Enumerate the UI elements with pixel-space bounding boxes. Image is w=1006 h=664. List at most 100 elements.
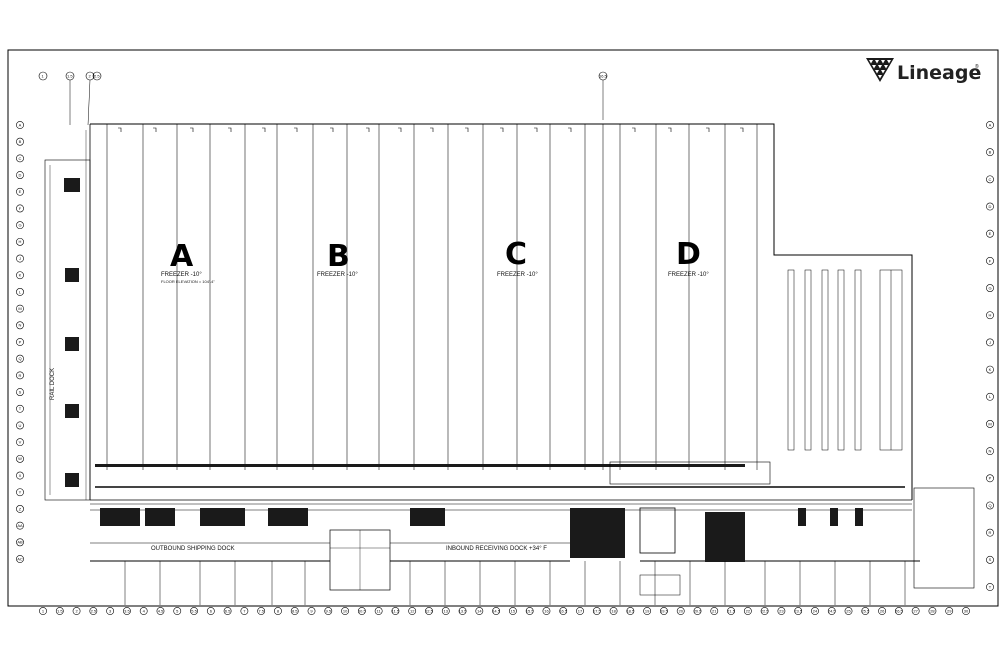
outbound-dock-label: OUTBOUND SHIPPING DOCK [151,546,235,552]
grid-right-13-bubble [986,474,994,483]
grid-left-4-bubble [16,187,24,196]
grid-left-15-label: R [19,373,22,378]
grid-bottom-45-bubble [794,607,803,615]
grid-left-20-bubble [16,454,24,463]
grid-bottom-30-label: 16 [544,608,549,613]
grid-left-23-label: Z [19,506,22,511]
grid-left-19-label: V [19,440,22,445]
grid-right-8-label: J [989,340,991,345]
grid-bottom-21-label: 11.5 [392,608,400,613]
zone-b-label: FREEZER -10° [317,272,358,278]
grid-right-15-bubble [986,528,994,537]
grid-left-1-bubble [16,137,24,146]
zone-b-letter: B [327,239,350,274]
grid-right-3-bubble [986,202,994,211]
grid-left-18-label: U [19,423,22,428]
grid-left-4-label: E [19,189,22,194]
grid-left-19-bubble [16,438,24,447]
grid-bottom-40-label: 21 [712,608,717,613]
grid-bottom-18-label: 10 [343,608,348,613]
racking-area [787,269,903,451]
grid-bottom-29-label: 15.5 [526,608,535,613]
grid-bottom-35-bubble [626,607,635,615]
zone-a-letter: A [170,239,194,274]
grid-left-12-label: N [19,323,22,328]
grid-bottom-45-label: 23.5 [794,608,803,613]
grid-right-7-bubble [986,311,994,320]
grid-bottom-24-label: 13 [444,608,449,613]
grid-bottom-13-bubble [257,607,266,615]
grid-bottom-54-label: 29 [947,608,952,613]
grid-right-0-label: A [989,122,992,127]
grid-bottom-39-label: 20.5 [694,608,703,613]
grid-bottom-5-label: 3.5 [124,608,130,613]
grid-left-16-bubble [16,388,24,396]
grid-bottom-22-bubble [408,607,417,615]
grid-left-7-label: H [19,239,22,244]
grid-right-5-label: F [989,258,992,263]
grid-left-16-label: S [19,389,22,394]
grid-bottom-10-bubble [206,607,215,615]
grid-bottom-52-label: 27 [913,608,918,613]
grid-left-13-label: P [19,339,22,344]
logo-trademark: ® [975,63,979,70]
grid-bottom-32-bubble [576,607,584,615]
grid-bottom-13-label: 7.5 [258,608,264,613]
top-grid-markers: 1 1.5 2 2.5 16.5 [38,71,608,126]
grid-bottom-20-bubble [374,607,383,615]
grid-bottom-55-bubble [962,607,970,615]
grid-left-24-bubble [16,521,24,530]
grid-bottom-28-bubble [508,607,517,615]
grid-bottom-31-label: 16.5 [559,608,568,613]
grid-right-1-bubble [986,148,994,157]
grid-left-21-label: X [19,473,22,478]
grid-bottom-18-bubble [341,607,349,615]
grid-bottom-17-bubble [324,607,333,615]
grid-left-13-bubble [16,338,24,346]
grid-left-24-label: AA [17,523,23,528]
grid-right-4-label: E [989,231,992,236]
grid-bottom-41-label: 21.5 [727,608,736,613]
grid-bottom-12-label: 7 [243,608,246,613]
grid-left-2-label: C [19,156,22,161]
grid-bottom-1-label: 1.5 [57,608,63,613]
zone-d-letter: D [676,237,701,272]
grid-bottom-30-bubble [542,607,551,615]
grid-bottom-42-bubble [743,607,752,615]
grid-bottom-48-label: 25 [846,608,851,613]
grid-left-11-bubble [16,304,24,313]
inbound-dock-label: INBOUND RECEIVING DOCK +34° F [446,546,547,552]
grid-bottom-41-bubble [727,607,735,615]
grid-bottom-6-bubble [139,607,148,615]
grid-right-16-label: S [989,557,992,562]
grid-bottom-1-bubble [55,607,64,615]
grid-bottom-25-bubble [458,607,467,615]
grid-bottom-21-bubble [391,607,400,615]
grid-left-1-label: B [19,139,22,144]
grid-bottom-51-label: 26.5 [895,608,904,613]
svg-text:1.5: 1.5 [67,74,73,79]
grid-left-8-label: J [19,256,21,261]
grid-right-16-bubble [986,555,994,564]
zone-d: D FREEZER -10° [668,237,709,278]
grid-bottom-50-bubble [878,607,886,615]
grid-left-0-label: A [19,122,22,127]
grid-bottom-25-label: 13.5 [459,608,468,613]
zone-a-note: FLOOR ELEVATION = 104'-4" [161,279,215,284]
grid-left-7-bubble [16,237,24,246]
grid-left-20-label: W [18,456,22,461]
lineage-logo: Lineage ® [866,58,981,84]
grid-bottom-33-bubble [592,607,601,615]
grid-bottom-19-bubble [357,607,366,615]
rail-dock-label: RAIL DOCK [50,368,56,400]
grid-bottom-49-bubble [861,607,870,615]
grid-left-0-bubble [16,121,24,129]
lineage-shield-icon [866,58,894,82]
grid-right-10-label: L [989,394,992,399]
grid-bottom-7-bubble [156,607,165,615]
grid-left-5-bubble [16,204,24,213]
grid-bottom-9-label: 5.5 [191,608,197,613]
grid-bottom-27-bubble [492,607,501,615]
